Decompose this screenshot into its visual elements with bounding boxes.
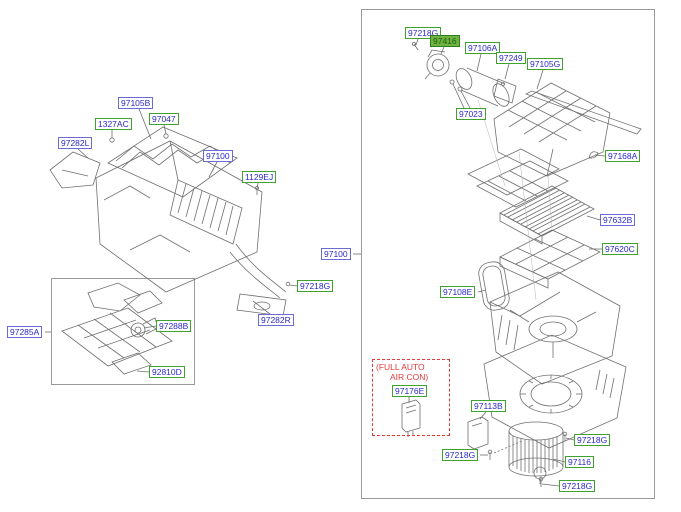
part-label-97116[interactable]: 97116 [565, 456, 595, 468]
part-label-92810D[interactable]: 92810D [149, 366, 185, 378]
leader-line-97288B [143, 325, 157, 329]
part-label-97023[interactable]: 97023 [456, 108, 486, 120]
leader-line-97249 [504, 63, 510, 80]
part-label-97218G-3[interactable]: 97218G [574, 434, 611, 446]
part-label-97108E[interactable]: 97108E [440, 286, 476, 298]
leader-line-97113B [479, 411, 487, 420]
leader-line-97108E [477, 289, 487, 293]
leader-line-97168A [594, 154, 606, 157]
full-auto-aircon-box: (FULL AUTO AIR CON) [372, 359, 450, 436]
part-label-97176E[interactable]: 97176E [392, 385, 428, 397]
leader-line-97218G-2 [415, 38, 419, 46]
part-label-97282R[interactable]: 97282R [258, 314, 294, 326]
evaporator-blower-illustration [401, 42, 642, 487]
leader-line-97116 [552, 458, 566, 463]
full-auto-label-line1: (FULL AUTO [376, 362, 425, 372]
assembly-group-box [361, 9, 655, 499]
leader-line-97218G-5 [541, 483, 560, 487]
leader-line-97105B [138, 108, 152, 140]
part-label-97100-assembly[interactable]: 97100 [321, 248, 351, 260]
leader-line-97023 [460, 90, 471, 109]
part-label-97100-unit[interactable]: 97100 [203, 150, 233, 162]
part-label-97105G[interactable]: 97105G [527, 58, 564, 70]
leader-line-97282R [252, 300, 271, 315]
part-label-97416[interactable]: 97416 [430, 35, 460, 47]
part-label-97285A[interactable]: 97285A [7, 326, 43, 338]
leader-line-97105G [536, 69, 544, 90]
part-label-97105B[interactable]: 97105B [118, 97, 154, 109]
leader-line-97106A [476, 53, 482, 72]
part-label-97047[interactable]: 97047 [149, 113, 179, 125]
leader-line-97023 [452, 83, 465, 109]
part-label-97620C[interactable]: 97620C [602, 243, 638, 255]
leader-line-97100-unit [208, 161, 218, 178]
leader-line-97282L [77, 148, 89, 159]
part-label-1129EJ[interactable]: 1129EJ [242, 171, 277, 183]
leader-line-97218G-1 [289, 284, 298, 287]
part-label-97249[interactable]: 97249 [496, 52, 526, 64]
part-label-97632B[interactable]: 97632B [600, 214, 636, 226]
part-label-97282L[interactable]: 97282L [58, 137, 93, 149]
part-label-97218G-4[interactable]: 97218G [442, 449, 479, 461]
leader-line-97047 [163, 124, 167, 135]
leader-line-97632B [586, 215, 601, 221]
part-label-97106A[interactable]: 97106A [465, 42, 501, 54]
inset-detail-box [51, 278, 195, 385]
part-label-1327AC[interactable]: 1327AC [95, 118, 132, 130]
inset-parts-illustration [61, 282, 173, 375]
full-auto-label-line2: AIR CON) [390, 372, 429, 382]
part-label-97288B[interactable]: 97288B [156, 320, 192, 332]
leader-line-92810D [136, 370, 150, 373]
leader-line-97416 [440, 46, 445, 55]
part-label-97113B[interactable]: 97113B [471, 400, 506, 412]
leader-line-97218G-3 [565, 437, 575, 441]
part-label-97218G-5[interactable]: 97218G [559, 480, 596, 492]
part-label-97218G-1[interactable]: 97218G [297, 280, 334, 292]
part-label-97168A[interactable]: 97168A [605, 150, 641, 162]
leader-line-1129EJ [256, 182, 259, 190]
